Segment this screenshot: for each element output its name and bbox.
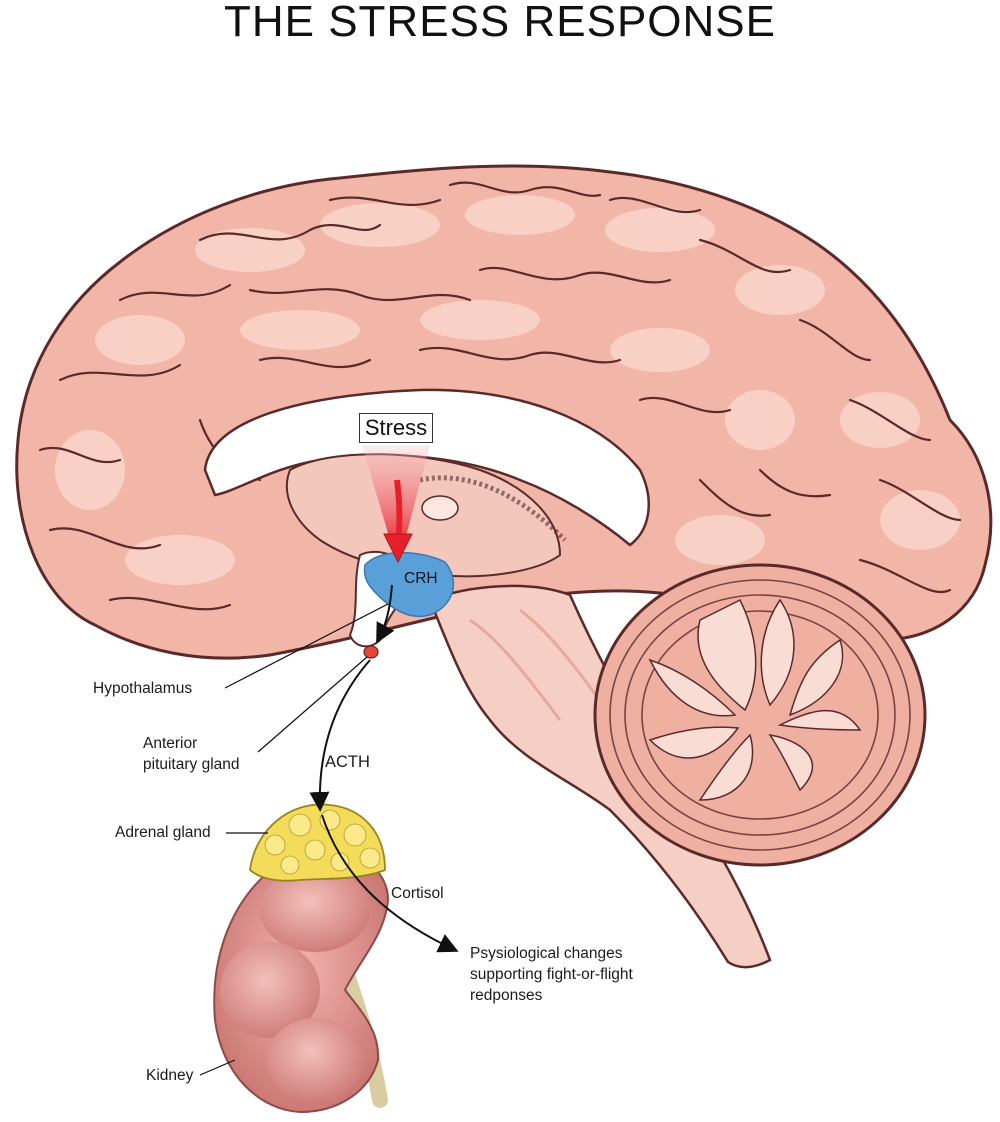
crh-label: CRH: [404, 570, 438, 587]
acth-arrow: [309, 659, 371, 812]
effects-label-line2: supporting fight-or-flight: [470, 966, 633, 983]
effects-label-line3: redponses: [470, 987, 543, 1004]
stress-label-box: Stress: [359, 413, 433, 443]
anterior-pituitary-label-line2: pituitary gland: [143, 756, 240, 773]
hypothalamus-region: [363, 551, 455, 617]
pituitary-leader-line: [257, 656, 368, 753]
stress-arrow-icon: [383, 533, 413, 564]
hypothalamus-label: Hypothalamus: [93, 680, 193, 697]
cerebellum: [593, 563, 927, 867]
kidney-leader-line: [199, 1059, 236, 1076]
cortisol-arrow: [321, 814, 459, 953]
cortisol-label: Cortisol: [391, 885, 444, 902]
hypothalamus-leader-line: [224, 603, 389, 689]
effects-label-line1: Psysiological changes: [470, 945, 623, 962]
anterior-pituitary-gland: [363, 645, 379, 659]
kidney-label: Kidney: [146, 1067, 194, 1084]
kidney-and-adrenal: [213, 803, 390, 1114]
acth-label: ACTH: [325, 753, 370, 771]
page-title: THE STRESS RESPONSE: [223, 0, 776, 46]
crh-arrow: [376, 584, 395, 644]
cerebrum: [15, 164, 993, 660]
anterior-pituitary-label-line1: Anterior: [143, 735, 198, 752]
adrenal-gland-label: Adrenal gland: [115, 824, 211, 841]
